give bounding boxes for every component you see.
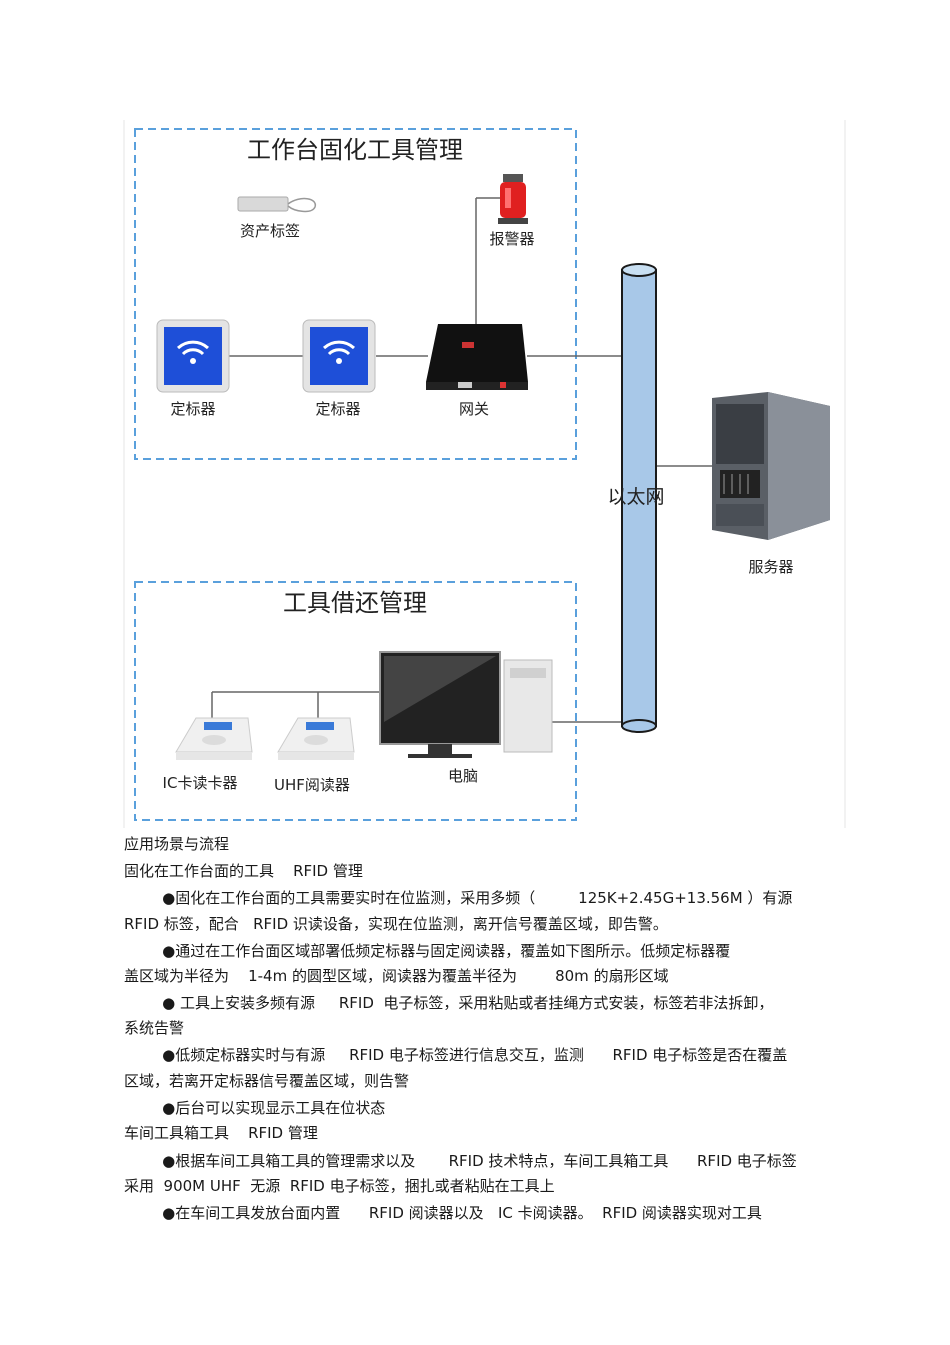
server-label: 服务器 — [748, 558, 793, 576]
locator-1-icon — [156, 319, 230, 393]
computer-label: 电脑 — [448, 767, 478, 785]
ic-reader-icon — [175, 717, 253, 760]
uhf-reader-label: UHF阅读器 — [274, 776, 350, 794]
locator-1-label: 定标器 — [170, 400, 215, 418]
text-line: 区域，若离开定标器信号覆盖区域，则告警 — [124, 1072, 410, 1090]
gateway-label: 网关 — [459, 400, 489, 418]
ethernet-pipe — [621, 263, 657, 733]
asset-tag-label: 资产标签 — [240, 222, 300, 240]
ethernet-label: 以太网 — [607, 486, 664, 508]
gateway-icon — [426, 324, 528, 390]
text-line: ●后台可以实现显示工具在位状态 — [124, 1099, 386, 1117]
text-line: 应用场景与流程 — [124, 835, 230, 853]
locator-2-label: 定标器 — [315, 400, 360, 418]
locator-2-icon — [302, 319, 376, 393]
text-line: ● 工具上安装多频有源 RFID 电子标签，采用粘贴或者挂绳方式安装，标签若非法… — [124, 994, 774, 1012]
lending-title: 工具借还管理 — [283, 589, 427, 617]
text-line: 固化在工作台面的工具 RFID 管理 — [124, 862, 363, 880]
system-diagram: 工作台固化工具管理 资产标签 报警器 定标器 定标器 — [123, 120, 846, 828]
text-line: RFID 标签，配合 RFID 识读设备，实现在位监测，离开信号覆盖区域，即告警… — [124, 915, 668, 933]
alarm-icon — [498, 174, 528, 224]
asset-tag-icon — [237, 196, 316, 213]
text-line: ●根据车间工具箱工具的管理需求以及 RFID 技术特点，车间工具箱工具 RFID… — [124, 1152, 797, 1170]
workbench-zone — [134, 128, 577, 460]
text-line: ●固化在工作台面的工具需要实时在位监测，采用多频（ 125K+2.45G+13.… — [124, 889, 793, 907]
text-line: ●低频定标器实时与有源 RFID 电子标签进行信息交互，监测 RFID 电子标签… — [124, 1046, 788, 1064]
server-icon — [712, 392, 830, 540]
text-line: 车间工具箱工具 RFID 管理 — [124, 1124, 318, 1142]
text-line: 系统告警 — [124, 1019, 185, 1037]
text-line: ●通过在工作台面区域部署低频定标器与固定阅读器，覆盖如下图所示。低频定标器覆 — [124, 942, 731, 960]
computer-icon — [379, 651, 553, 758]
text-line: ●在车间工具发放台面内置 RFID 阅读器以及 IC 卡阅读器。 RFID 阅读… — [124, 1204, 762, 1222]
text-line: 采用 900M UHF 无源 RFID 电子标签，捆扎或者粘贴在工具上 — [124, 1177, 555, 1195]
alarm-label: 报警器 — [489, 230, 534, 248]
lending-zone — [134, 581, 577, 821]
text-line: 盖区域为半径为 1-4m 的圆型区域，阅读器为覆盖半径为 80m 的扇形区域 — [124, 967, 669, 985]
uhf-reader-icon — [277, 717, 355, 760]
ic-reader-label: IC卡读卡器 — [163, 774, 238, 792]
workbench-title: 工作台固化工具管理 — [247, 136, 463, 164]
